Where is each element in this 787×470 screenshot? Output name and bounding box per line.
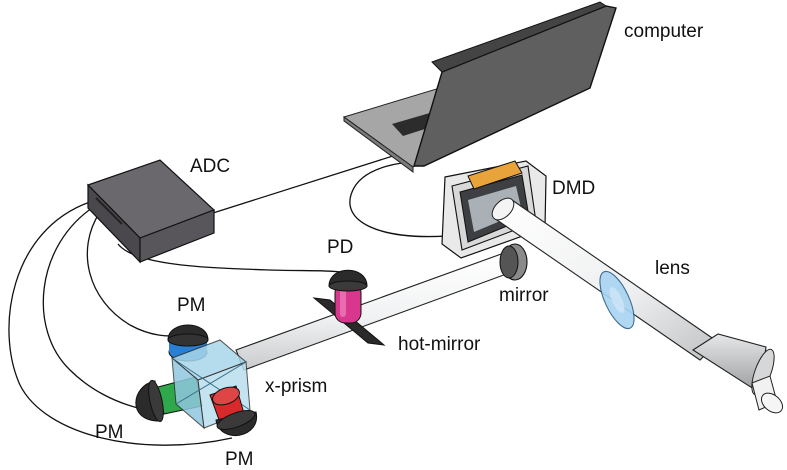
lens: [599, 270, 635, 330]
adc-box: [86, 159, 216, 264]
cable-adc-pm-left: [42, 205, 139, 409]
label-pd: PD: [327, 237, 353, 258]
label-dmd: DMD: [552, 178, 595, 199]
label-computer: computer: [624, 21, 704, 42]
light-source-cone: [691, 333, 784, 414]
label-pm-bottom: PM: [225, 449, 254, 470]
cable-adc-computer: [212, 154, 397, 214]
pm-bottom-red: [209, 385, 257, 436]
label-hot-mirror: hot-mirror: [398, 334, 481, 355]
cable-adc-pm-top: [86, 211, 185, 337]
dmd-yellow-chip: [467, 160, 523, 190]
photodiode-pd: [328, 269, 368, 324]
label-pm-top: PM: [177, 295, 206, 316]
label-lens: lens: [655, 258, 690, 279]
label-pm-left: PM: [95, 422, 124, 443]
laptop: [342, 1, 617, 173]
label-adc: ADC: [190, 156, 230, 177]
laptop-screen-back: [431, 1, 608, 73]
cable-dmd-computer: [349, 161, 448, 238]
label-mirror: mirror: [499, 285, 549, 306]
adc-side-right: [139, 209, 215, 263]
laptop-screen: [413, 5, 617, 167]
laptop-base-edge: [343, 116, 414, 173]
label-x-prism: x-prism: [265, 376, 327, 397]
mirror: [499, 243, 528, 281]
cable-adc-pm-bottom: [8, 201, 233, 446]
